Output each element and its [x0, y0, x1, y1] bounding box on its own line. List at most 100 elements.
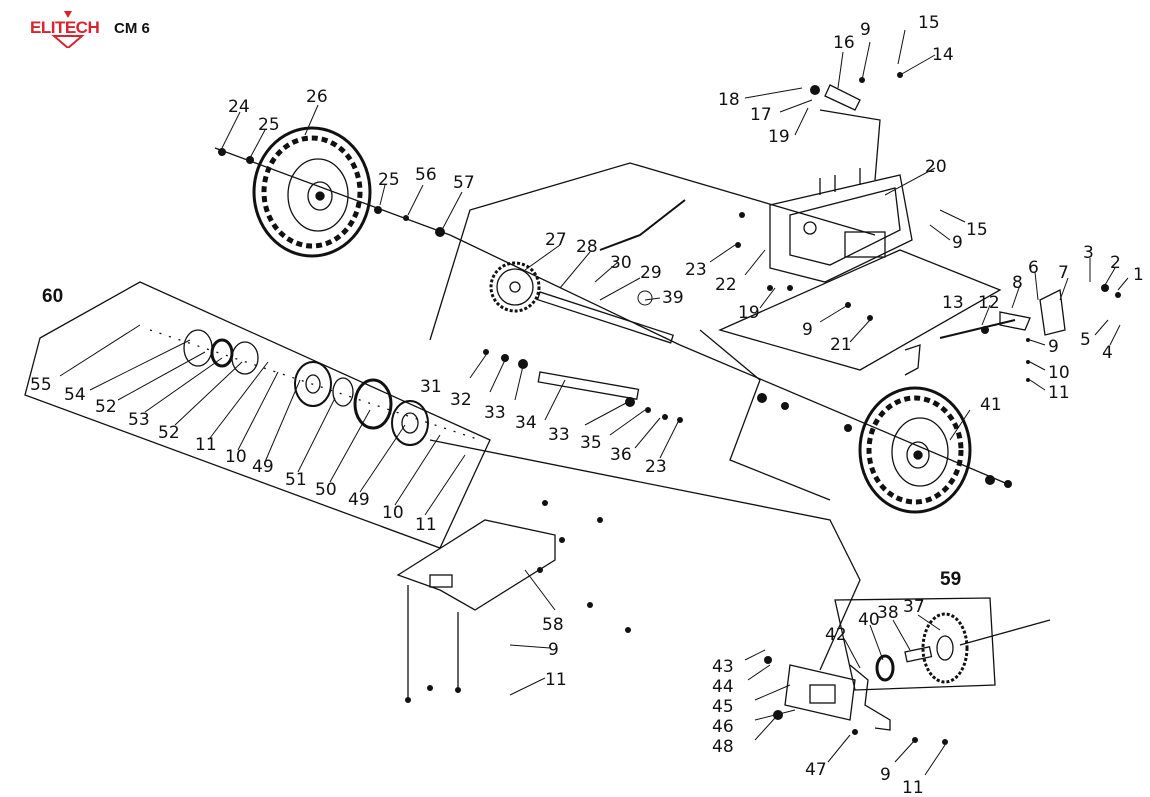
label-19b: 19: [738, 303, 760, 323]
label-46: 46: [712, 717, 734, 737]
label-59: 59: [940, 569, 961, 590]
label-34: 34: [515, 413, 537, 433]
label-20: 20: [925, 157, 947, 177]
label-11e: 11: [545, 670, 567, 690]
frame-outline-2: [718, 249, 1002, 371]
label-21: 21: [830, 335, 852, 355]
label-40: 40: [858, 610, 880, 630]
label-11a: 11: [1048, 383, 1070, 403]
sprocket-27: [489, 261, 541, 313]
label-14: 14: [932, 45, 954, 65]
logo-chevron-icon: [51, 35, 85, 48]
label-32: 32: [450, 390, 472, 410]
label-31: 31: [420, 377, 442, 397]
label-13: 13: [942, 293, 964, 313]
left-wheel: [252, 126, 372, 258]
bearing-40: [875, 654, 895, 682]
label-33a: 33: [484, 403, 506, 423]
label-30: 30: [610, 253, 632, 273]
label-1: 1: [1133, 265, 1144, 285]
label-37: 37: [903, 597, 925, 617]
label-60: 60: [42, 286, 63, 307]
label-52a: 52: [95, 397, 117, 417]
label-35: 35: [580, 433, 602, 453]
label-44: 44: [712, 677, 734, 697]
bracket-7: [1039, 289, 1066, 336]
label-58: 58: [542, 615, 564, 635]
label-9c: 9: [548, 640, 559, 660]
logo-triangle-icon: [64, 11, 72, 18]
label-25b: 25: [378, 170, 400, 190]
label-15a: 15: [918, 13, 940, 33]
label-22: 22: [715, 275, 737, 295]
label-12: 12: [978, 293, 1000, 313]
label-2: 2: [1110, 253, 1121, 273]
label-29: 29: [640, 263, 662, 283]
hardware-dots: [218, 72, 1121, 745]
group-59-outline: [834, 597, 996, 691]
label-57: 57: [453, 173, 475, 193]
bracket-45: [784, 664, 856, 721]
label-18: 18: [718, 90, 740, 110]
label-41: 41: [980, 395, 1002, 415]
label-50: 50: [315, 480, 337, 500]
label-4: 4: [1102, 343, 1113, 363]
label-28: 28: [576, 237, 598, 257]
leader-lines: [59, 29, 1129, 776]
brand-logo-text: ELITECH: [30, 18, 99, 37]
label-36: 36: [610, 445, 632, 465]
label-26: 26: [306, 87, 328, 107]
label-53: 53: [128, 410, 150, 430]
lever-13: [904, 344, 921, 376]
label-10c: 10: [382, 503, 404, 523]
label-3: 3: [1083, 243, 1094, 263]
label-5: 5: [1080, 330, 1091, 350]
label-6: 6: [1028, 258, 1039, 278]
group-60-outline: [24, 281, 491, 549]
elitech-logo: ELITECH: [30, 11, 100, 48]
label-25a: 25: [258, 115, 280, 135]
bracket-16: [824, 84, 861, 111]
label-49a: 49: [252, 457, 274, 477]
gearbox-housing-20: [769, 168, 913, 283]
group-60-parts: [149, 329, 481, 446]
label-16: 16: [833, 33, 855, 53]
lever-42: [849, 664, 891, 731]
axle-line-left: [214, 147, 451, 236]
connection-line-2: [699, 329, 831, 501]
label-33b: 33: [548, 425, 570, 445]
label-9f: 9: [952, 233, 963, 253]
handle-link-line: [819, 109, 881, 181]
label-17: 17: [750, 105, 772, 125]
cover-plate-58: [396, 519, 556, 611]
flywheel-37: [921, 612, 969, 684]
shaft-38: [904, 646, 933, 663]
label-47: 47: [805, 760, 827, 780]
label-9g: 9: [802, 320, 813, 340]
label-23b: 23: [645, 457, 667, 477]
label-9a: 9: [1048, 337, 1059, 357]
frame-outline: [429, 162, 876, 341]
label-7: 7: [1058, 263, 1069, 283]
label-24: 24: [228, 97, 250, 117]
label-42: 42: [825, 625, 847, 645]
shaft-34: [537, 371, 640, 400]
bracket-8: [999, 311, 1031, 331]
label-52b: 52: [158, 423, 180, 443]
label-43: 43: [712, 657, 734, 677]
label-9d: 9: [880, 765, 891, 785]
label-45: 45: [712, 697, 734, 717]
part-labels: 1 2 3 4 5 6 7 8 9 10 11 12 13 14 15 15 1…: [30, 13, 1144, 797]
label-49b: 49: [348, 490, 370, 510]
label-55: 55: [30, 375, 52, 395]
label-8: 8: [1012, 273, 1023, 293]
label-11d: 11: [902, 778, 924, 797]
shaft-28: [536, 291, 674, 344]
label-54: 54: [64, 385, 86, 405]
label-23a: 23: [685, 260, 707, 280]
label-38: 38: [877, 603, 899, 623]
label-10a: 10: [1048, 363, 1070, 383]
control-rod-30: [599, 199, 686, 251]
label-51: 51: [285, 470, 307, 490]
